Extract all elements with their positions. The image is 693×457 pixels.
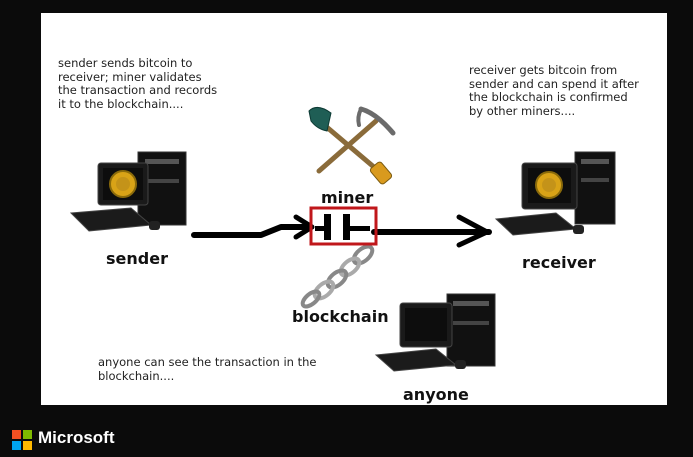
microsoft-logo-icon [12, 430, 32, 450]
sender-description: sender sends bitcoin to receiver; miner … [58, 56, 218, 111]
brand-name: Microsoft [38, 428, 115, 447]
blockchain-chain-icon [300, 244, 375, 309]
miner-label: miner [321, 188, 374, 207]
anyone-computer-icon [374, 293, 496, 372]
footer-bar: Microsoft [0, 420, 693, 457]
diagram-canvas: sender sends bitcoin to receiver; miner … [41, 13, 667, 405]
sender-computer-icon [69, 151, 187, 232]
block-highlight-box [309, 206, 378, 246]
transaction-arrow [191, 214, 492, 248]
anyone-label: anyone [403, 385, 469, 404]
diagram-graphics [69, 106, 616, 372]
anyone-description: anyone can see the transaction in the bl… [98, 355, 317, 383]
receiver-description: receiver gets bitcoin from sender and ca… [469, 63, 639, 118]
receiver-label: receiver [522, 253, 596, 272]
sender-label: sender [106, 249, 168, 268]
miner-tools-icon [308, 106, 396, 185]
receiver-computer-icon [494, 151, 616, 236]
blockchain-label: blockchain [292, 307, 389, 326]
